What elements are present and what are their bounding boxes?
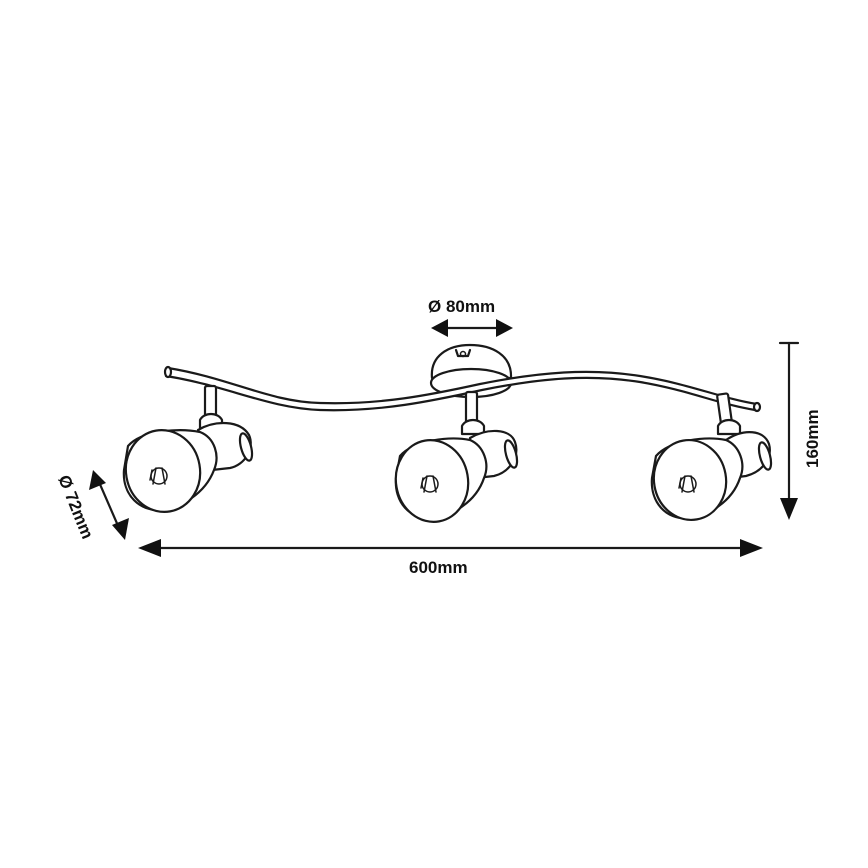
length-dimension: 600mm bbox=[138, 539, 763, 577]
arrow-down-icon bbox=[780, 498, 798, 520]
wavy-bar bbox=[163, 365, 762, 413]
canopy-diameter-label: Ø 80mm bbox=[428, 297, 495, 316]
height-label: 160mm bbox=[803, 409, 822, 468]
height-dimension: 160mm bbox=[778, 341, 822, 520]
arrow-left-icon bbox=[138, 539, 161, 557]
arrow-right-icon bbox=[496, 319, 513, 337]
arrow-down-icon bbox=[112, 518, 129, 540]
canopy-diameter-dimension: Ø 80mm bbox=[428, 297, 513, 337]
length-label: 600mm bbox=[409, 558, 468, 577]
spotlight-right bbox=[650, 392, 773, 521]
arrow-up-icon bbox=[89, 470, 106, 490]
shade-diameter-dimension: Ø 72mm bbox=[54, 470, 129, 542]
arrow-right-icon bbox=[740, 539, 763, 557]
spotlight-left bbox=[122, 384, 254, 513]
arrow-left-icon bbox=[431, 319, 448, 337]
spotlight-middle bbox=[394, 390, 519, 523]
